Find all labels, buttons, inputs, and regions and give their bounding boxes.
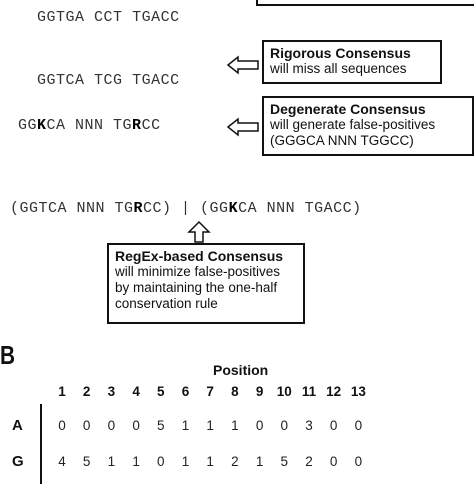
sequence-degenerate: GGKCA NNN TGRCC — [18, 117, 161, 134]
regex-consensus-box: RegEx-based Consensus will minimize fals… — [107, 243, 305, 324]
count-cell: 1 — [181, 454, 190, 469]
position-header: 8 — [231, 384, 239, 399]
seq-part: GG — [18, 117, 38, 134]
count-cell: 1 — [255, 454, 264, 469]
degenerate-base: R — [133, 200, 144, 217]
sequence-regex: (GGTCA NNN TGRCC) | (GGKCA NNN TGACC) — [10, 200, 362, 217]
arrow-left-icon — [226, 117, 259, 137]
box-line: by maintaining the one-half — [115, 280, 278, 295]
count-cell: 4 — [58, 454, 66, 469]
count-cell: 2 — [305, 454, 313, 469]
count-cell: 0 — [107, 418, 116, 433]
arrow-left-icon — [226, 55, 259, 75]
seq-part: CA NNN TG — [46, 117, 133, 134]
count-cell: 1 — [231, 418, 239, 433]
sequence-rigorous: GGTCA TCG TGACC — [18, 55, 180, 89]
count-cell: 1 — [132, 454, 140, 469]
count-cell: 1 — [206, 454, 214, 469]
position-label: Position — [213, 362, 269, 378]
count-cell: 0 — [157, 454, 165, 469]
sequence-top: GGTGA CCT TGACC — [18, 0, 180, 26]
top-box-partial — [256, 0, 474, 6]
count-cell: 0 — [329, 418, 338, 433]
count-cell: 5 — [280, 454, 289, 469]
degenerate-base: K — [228, 200, 239, 217]
degenerate-base: K — [37, 117, 47, 134]
count-cell: 2 — [231, 454, 239, 469]
position-header: 4 — [132, 384, 140, 399]
panel-b-label: B — [0, 340, 16, 370]
seq-part: GGTGA — [37, 9, 85, 26]
table-divider — [40, 404, 42, 484]
count-cell: 1 — [107, 454, 116, 469]
count-cell: 0 — [280, 418, 289, 433]
count-cell: 3 — [305, 418, 313, 433]
seq-part: (GGTCA NNN TG — [10, 200, 134, 217]
degenerate-base: R — [132, 117, 142, 134]
seq-part: CA NNN TGACC) — [238, 200, 362, 217]
row-label: A — [12, 417, 23, 434]
box-line: will minimize false-positives — [115, 264, 281, 279]
position-header: 5 — [157, 384, 165, 399]
row-label: G — [12, 453, 24, 470]
box-line: will miss all sequences — [270, 61, 407, 76]
box-title: RegEx-based Consensus — [115, 248, 284, 264]
count-cell: 0 — [354, 418, 363, 433]
count-cell: 0 — [58, 418, 66, 433]
position-header: 1 — [58, 384, 66, 399]
seq-part: TGACC — [132, 72, 180, 89]
box-title: Rigorous Consensus — [270, 45, 411, 61]
position-header: 10 — [276, 384, 292, 399]
position-header: 2 — [82, 384, 91, 399]
seq-part: CC — [141, 117, 161, 134]
count-cell: 1 — [181, 418, 190, 433]
seq-part: TCG — [94, 72, 123, 89]
degenerate-consensus-box: Degenerate Consensus will generate false… — [262, 96, 474, 156]
count-cell: 0 — [354, 454, 363, 469]
position-header: 9 — [255, 384, 264, 399]
count-cell: 1 — [206, 418, 214, 433]
position-header: 12 — [326, 384, 342, 399]
box-line: (GGGCA NNN TGGCC) — [270, 133, 414, 148]
box-line: will generate false-positives — [270, 117, 436, 132]
position-header: 3 — [107, 384, 116, 399]
seq-part: TGACC — [132, 9, 180, 26]
position-header: 13 — [350, 384, 366, 399]
seq-part: CCT — [94, 9, 123, 26]
seq-part: GGTCA — [37, 72, 85, 89]
position-header: 7 — [206, 384, 214, 399]
count-cell: 0 — [82, 418, 91, 433]
rigorous-consensus-box: Rigorous Consensus will miss all sequenc… — [262, 40, 442, 84]
box-title: Degenerate Consensus — [270, 101, 426, 117]
position-header: 6 — [181, 384, 190, 399]
box-line: conservation rule — [115, 296, 218, 311]
count-cell: 5 — [82, 454, 91, 469]
position-header: 11 — [301, 384, 317, 399]
arrow-up-icon — [187, 220, 211, 243]
seq-part: CC) | (GG — [143, 200, 229, 217]
count-cell: 5 — [157, 418, 165, 433]
count-cell: 0 — [255, 418, 264, 433]
count-cell: 0 — [329, 454, 338, 469]
count-cell: 0 — [132, 418, 140, 433]
